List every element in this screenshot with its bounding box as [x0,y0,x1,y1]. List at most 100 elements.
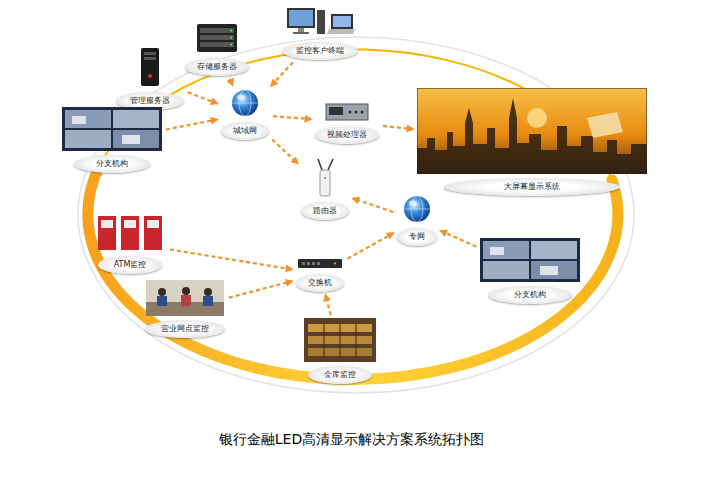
label-pill: 视频处理器 [315,126,379,144]
icon-shape [98,216,116,250]
node-label: 分支机构 [96,159,128,168]
dashed-arrow [383,126,413,129]
icon-shape [320,170,330,196]
node-label: 营业网点监控 [161,324,209,333]
icon-shape [65,130,111,148]
icon-shape [409,201,417,206]
dashed-arrow [188,92,217,103]
icon-shape [334,263,336,265]
label-pill: 城域网 [221,122,269,140]
icon-shape [157,296,167,306]
dashed-arrow [441,231,477,247]
icon-shape [312,262,315,265]
icon-shape [404,196,430,222]
label-pill: 分支机构 [488,286,572,304]
icon-shape [144,52,156,55]
icon-shape [232,103,258,104]
icon-shape [148,74,152,78]
icon-shape [404,209,430,210]
icon-shape [62,107,162,151]
device-node: 金库监控 [303,318,377,384]
icon-shape [113,110,159,128]
icon-shape [331,14,353,29]
device-icon [297,256,343,270]
icon-shape [121,216,139,250]
device-icon [324,100,370,122]
icon-shape [490,247,504,255]
node-label: 城域网 [233,126,257,135]
label-pill: 路由器 [301,202,349,220]
icon-shape [587,112,623,138]
dashed-arrow [272,140,298,164]
device-node: ATM监控 [93,212,167,274]
icon-shape [480,238,580,282]
icon-shape [230,44,232,46]
icon-shape [144,216,162,250]
device-node: 分支机构 [479,238,581,304]
device-icon [480,238,580,282]
dashed-arrow [353,198,393,212]
icon-shape [230,37,232,39]
device-node: 视频处理器 [314,100,380,144]
icon-shape [289,10,313,26]
icon-shape [326,104,368,120]
icon-shape [124,220,136,228]
icon-shape [141,48,159,86]
device-node: 营业网点监控 [144,280,226,338]
dashed-arrow [325,295,330,315]
icon-shape [200,42,234,47]
icon-shape [417,98,647,174]
device-node: 大屏幕显示系统 [416,88,648,196]
label-pill: ATM监控 [98,256,163,274]
icon-shape [101,220,113,228]
label-pill: 专网 [397,228,437,246]
node-label: ATM监控 [114,260,147,269]
dashed-arrow [229,281,292,297]
icon-shape [181,295,191,306]
node-label: 存储服务器 [197,62,237,71]
icon-shape [361,111,364,114]
node-label: 大屏幕显示系统 [504,182,560,191]
device-icon [194,22,240,54]
label-pill: 监控客户终端 [282,42,358,60]
icon-shape [356,322,357,358]
icon-shape [144,57,156,60]
node-label: 路由器 [313,206,337,215]
dashed-arrow [348,233,394,259]
node-label: 交换机 [308,278,332,287]
icon-shape [324,322,325,358]
device-node: 城域网 [220,88,270,140]
icon-shape [324,177,326,179]
device-icon [285,6,355,38]
node-label: 分支机构 [514,290,546,299]
icon-shape [72,116,86,124]
device-icon [146,280,224,316]
dashed-arrow [271,62,293,86]
device-node: 交换机 [295,256,345,292]
device-icon [230,88,260,118]
icon-shape [113,130,159,148]
caption-text: 银行金融LED高清显示解决方案系统拓扑图 [219,431,484,447]
icon-shape [197,24,237,52]
icon-shape [146,280,224,316]
icon-shape [317,10,325,34]
icon-shape [307,262,310,265]
icon-shape [237,95,245,100]
dashed-arrow [170,250,292,270]
node-label: 监控客户终端 [296,46,344,55]
icon-shape [531,261,577,279]
icon-shape [298,28,304,32]
icon-shape [122,135,140,144]
device-icon [304,318,376,362]
label-pill: 分支机构 [74,155,150,173]
label-pill: 营业网点监控 [145,320,225,338]
icon-shape [230,30,232,32]
icon-shape [204,288,212,296]
icon-shape [417,88,647,174]
icon-shape [327,29,355,34]
node-label: 视频处理器 [327,130,367,139]
icon-shape [147,220,159,228]
label-pill: 存储服务器 [185,58,249,76]
icon-shape [333,16,351,27]
